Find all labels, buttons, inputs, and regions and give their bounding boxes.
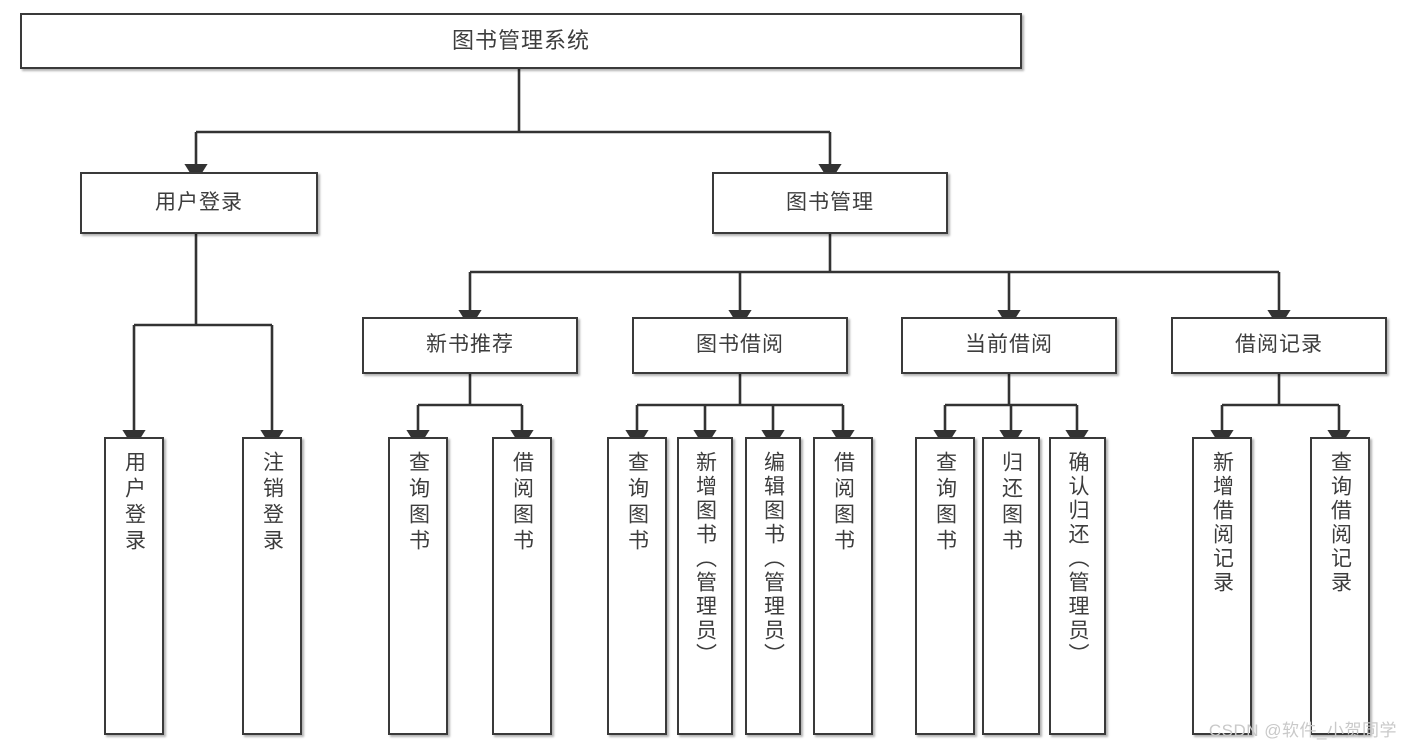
node-label: 借阅记录 [1235, 333, 1323, 357]
node-label: 图书管理 [786, 190, 874, 214]
node-leaf-query-book-current[interactable]: 查询图书 [915, 437, 975, 735]
node-leaf-add-book-admin[interactable]: 新增图书（管理员） [677, 437, 733, 735]
csdn-watermark: CSDN @软件_小贺同学 [1208, 721, 1397, 740]
node-label: 确认归还（管理员） [1066, 451, 1090, 667]
node-borrow-record[interactable]: 借阅记录 [1171, 317, 1387, 374]
node-leaf-borrow-book-newbook[interactable]: 借阅图书 [492, 437, 552, 735]
node-book-borrow[interactable]: 图书借阅 [632, 317, 848, 374]
node-label: 查询借阅记录 [1328, 451, 1352, 595]
node-label: 借阅图书 [510, 451, 534, 555]
node-label: 用户登录 [122, 451, 146, 555]
node-label: 查询图书 [406, 451, 430, 555]
node-label: 注销登录 [260, 451, 284, 555]
node-user-login[interactable]: 用户登录 [80, 172, 318, 234]
node-leaf-edit-book-admin[interactable]: 编辑图书（管理员） [745, 437, 801, 735]
node-new-book-recommend[interactable]: 新书推荐 [362, 317, 578, 374]
node-label: 查询图书 [933, 451, 957, 555]
node-label: 新增图书（管理员） [693, 451, 717, 667]
node-leaf-logout-login[interactable]: 注销登录 [242, 437, 302, 735]
node-leaf-confirm-return-admin[interactable]: 确认归还（管理员） [1049, 437, 1106, 735]
node-label: 新增借阅记录 [1210, 451, 1234, 595]
node-label: 图书借阅 [696, 333, 784, 357]
node-leaf-user-login[interactable]: 用户登录 [104, 437, 164, 735]
node-current-borrow[interactable]: 当前借阅 [901, 317, 1117, 374]
node-leaf-query-borrow-record[interactable]: 查询借阅记录 [1310, 437, 1370, 735]
node-leaf-return-book[interactable]: 归还图书 [982, 437, 1040, 735]
node-label: 当前借阅 [965, 333, 1053, 357]
node-root-book-management-system[interactable]: 图书管理系统 [20, 13, 1022, 69]
node-label: 借阅图书 [831, 451, 855, 555]
node-label: 图书管理系统 [451, 28, 590, 54]
node-leaf-query-book-newbook[interactable]: 查询图书 [388, 437, 448, 735]
node-label: 查询图书 [625, 451, 649, 555]
node-label: 新书推荐 [426, 333, 514, 357]
node-book-management[interactable]: 图书管理 [712, 172, 948, 234]
node-leaf-add-borrow-record[interactable]: 新增借阅记录 [1192, 437, 1252, 735]
node-leaf-query-book-borrow[interactable]: 查询图书 [607, 437, 667, 735]
node-leaf-borrow-book[interactable]: 借阅图书 [813, 437, 873, 735]
node-label: 归还图书 [999, 451, 1023, 555]
node-label: 用户登录 [155, 190, 243, 214]
node-label: 编辑图书（管理员） [761, 451, 785, 667]
